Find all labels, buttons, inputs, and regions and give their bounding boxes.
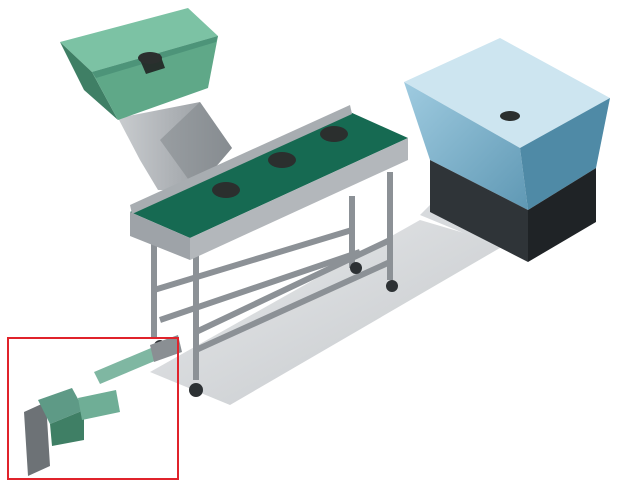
highlight-box xyxy=(7,337,179,480)
blue-collection-bin xyxy=(404,38,610,262)
conveyor-frame xyxy=(151,172,393,380)
floor-plate xyxy=(150,220,505,405)
green-feed-hopper xyxy=(60,8,218,120)
parts-on-belt xyxy=(212,126,348,198)
caster-wheel xyxy=(386,280,398,292)
drive-motor xyxy=(24,335,182,476)
belt-conveyor xyxy=(130,105,408,260)
caster-wheel xyxy=(350,262,362,274)
caster-wheel xyxy=(189,383,203,397)
